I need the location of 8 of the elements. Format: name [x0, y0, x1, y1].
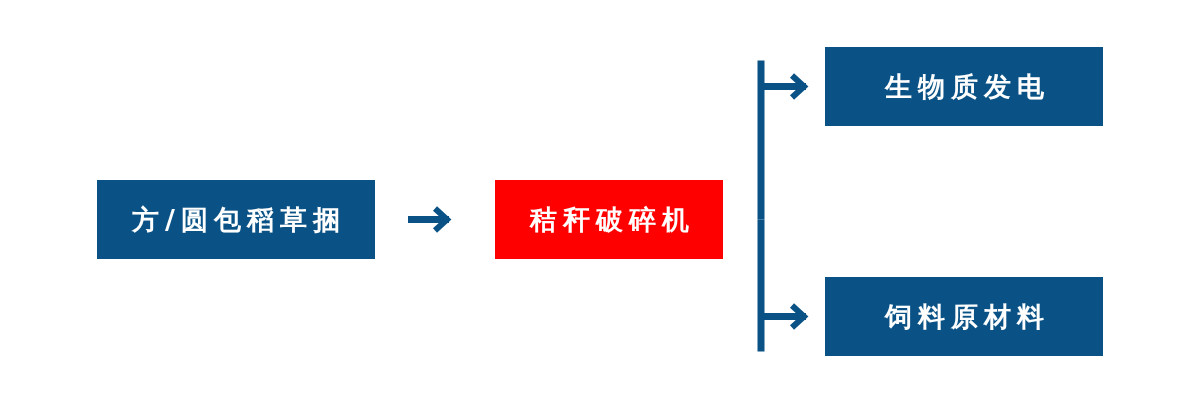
process-box: [825, 277, 1103, 356]
box-label: 饲料原材料: [884, 301, 1050, 332]
process-box: [825, 47, 1103, 126]
box-label: 秸秆破碎机: [529, 204, 695, 235]
process-box: [97, 180, 375, 259]
box-label: 生物质发电: [884, 71, 1050, 102]
process-box: [495, 180, 723, 259]
box-label: 方/圆包稻草捆: [132, 204, 346, 235]
